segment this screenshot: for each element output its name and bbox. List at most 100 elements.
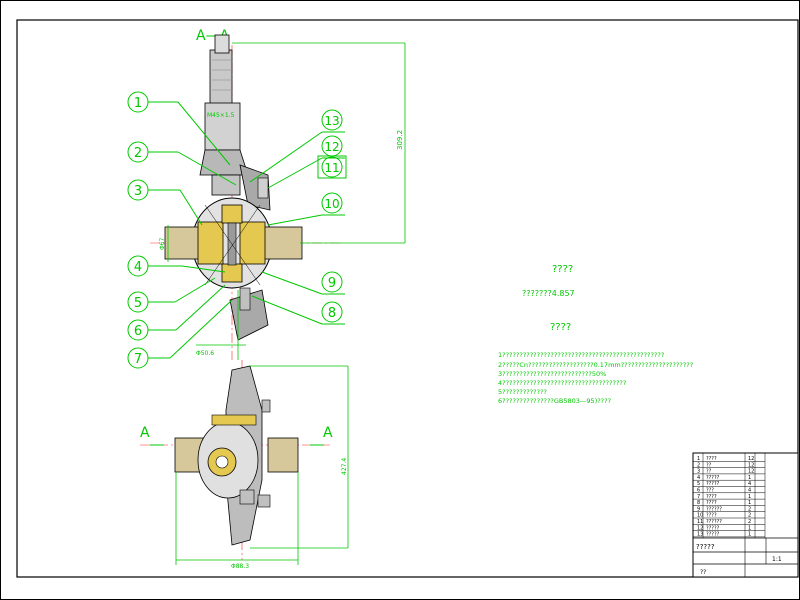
notes-line-4: 4????????????????????????????????????	[498, 379, 626, 387]
part-no: 13	[697, 532, 703, 538]
balloon-label-11: 11	[324, 161, 339, 175]
part-name: ??	[706, 462, 712, 468]
title-scale: 1:1	[772, 556, 782, 563]
part-qty: 1	[748, 475, 751, 481]
bolt	[239, 287, 251, 311]
notes-line-6: 6???????????????GB5803—95)????	[498, 397, 611, 405]
section-label-right: A	[323, 425, 333, 441]
part-qty: 1	[748, 532, 751, 538]
pinion-housing	[204, 102, 241, 151]
dim-bottom-width: Φ88.3	[231, 563, 249, 570]
part-no: 3	[697, 469, 700, 475]
balloon-label-4: 4	[134, 260, 142, 275]
part-balloons	[127, 91, 347, 369]
balloon-label-9: 9	[328, 276, 336, 291]
balloon-label-10: 10	[324, 197, 339, 211]
part-qty: 12	[748, 456, 754, 462]
part-name: ???	[706, 488, 714, 494]
part-name: ?????	[706, 475, 720, 481]
part-name: ?????	[706, 481, 720, 487]
balloon-label-3: 3	[134, 184, 142, 199]
part-qty: 2	[748, 513, 751, 519]
balloon-8	[321, 301, 343, 323]
balloon-label-13: 13	[324, 114, 339, 128]
part-qty: 2	[748, 506, 751, 512]
part-qty: 12	[748, 462, 754, 468]
part-name: ????	[706, 500, 717, 506]
inner-border	[16, 19, 799, 578]
balloon-9	[321, 271, 343, 293]
title-sheet: ??	[700, 569, 706, 576]
balloon-10	[321, 192, 343, 214]
plan-right-shaft	[267, 437, 299, 473]
part-qty: 1	[748, 525, 751, 531]
part-qty: 2	[748, 519, 751, 525]
part-qty: 4	[748, 488, 751, 494]
notes-line-1: 1???????????????????????????????????????…	[498, 351, 664, 359]
part-no: 1	[697, 456, 700, 462]
notes-heading-1: ????	[552, 264, 573, 275]
part-name: ?????	[706, 532, 720, 538]
planet-gear-top	[221, 204, 243, 224]
part-qty: 12	[748, 469, 754, 475]
side-gear-left	[197, 221, 224, 265]
planet-gear-bottom	[221, 263, 243, 283]
balloon-label-12: 12	[324, 140, 339, 154]
side-gear-right	[239, 221, 266, 265]
part-qty: 1	[748, 494, 751, 500]
technical-notes: ???? ???????4.857 ???? 1????????????????…	[498, 264, 693, 405]
notes-line-5: 5?????????????	[498, 388, 547, 396]
pinion-shaft	[209, 49, 233, 106]
part-name: ??????	[706, 519, 722, 525]
ring-gear-lower	[229, 289, 269, 341]
balloon-label-8: 8	[328, 306, 336, 321]
notes-ratio: ???????4.857	[522, 289, 575, 298]
dim-shaft-dia: Φ67	[159, 237, 166, 250]
balloon-label-1: 1	[134, 96, 142, 111]
part-no: 11	[697, 519, 703, 525]
part-no: 2	[697, 462, 700, 468]
part-qty: 1	[748, 500, 751, 506]
balloon-13	[321, 109, 343, 131]
balloon-label-5: 5	[134, 296, 142, 311]
balloon-label-7: 7	[134, 352, 142, 367]
part-no: 8	[697, 500, 700, 506]
plan-view: A A 427.4 Φ88.3	[140, 360, 349, 570]
title-block: 1????122??123??124?????15?????46???47???…	[692, 452, 799, 578]
part-name: ??????	[706, 506, 722, 512]
part-name: ?????	[706, 525, 720, 531]
pinion-gear	[199, 149, 249, 176]
notes-heading-2: ????	[550, 322, 571, 333]
balloon-label-2: 2	[134, 146, 142, 161]
notes-line-2: 2?????Cn???????????????????0.17mm???????…	[498, 361, 693, 369]
balloon-11-box	[317, 155, 347, 179]
dim-thread: M45×1.5	[207, 112, 235, 119]
balloon-labels: 1 2 3 4 5 6 7 8 9 10 11 12 13	[134, 96, 340, 367]
section-label-left: A	[140, 425, 150, 441]
balloon-label-6: 6	[134, 324, 142, 339]
shaft-end	[214, 34, 230, 54]
part-no: 12	[697, 525, 703, 531]
section-view-aa: A—A 309.2 M45×1.5	[150, 28, 406, 360]
right-half-shaft	[261, 226, 303, 260]
part-no: 5	[697, 481, 700, 487]
part-no: 7	[697, 494, 700, 500]
part-no: 6	[697, 488, 700, 494]
balloon-11	[321, 156, 343, 178]
part-no: 9	[697, 506, 700, 512]
dim-height-right: 309.2	[396, 130, 404, 150]
left-half-shaft	[164, 226, 201, 260]
part-name: ????	[706, 456, 717, 462]
notes-line-3: 3??????????????????????????50%	[498, 370, 606, 378]
dim-bottom-height: 427.4	[341, 458, 348, 475]
part-name: ??	[706, 469, 712, 475]
part-no: 4	[697, 475, 700, 481]
dim-small: Φ50.6	[196, 350, 214, 357]
ring-gear-upper	[239, 164, 271, 211]
part-no: 10	[697, 513, 703, 519]
part-name: ????	[706, 513, 717, 519]
title-bottom-left: ?????	[696, 543, 715, 551]
